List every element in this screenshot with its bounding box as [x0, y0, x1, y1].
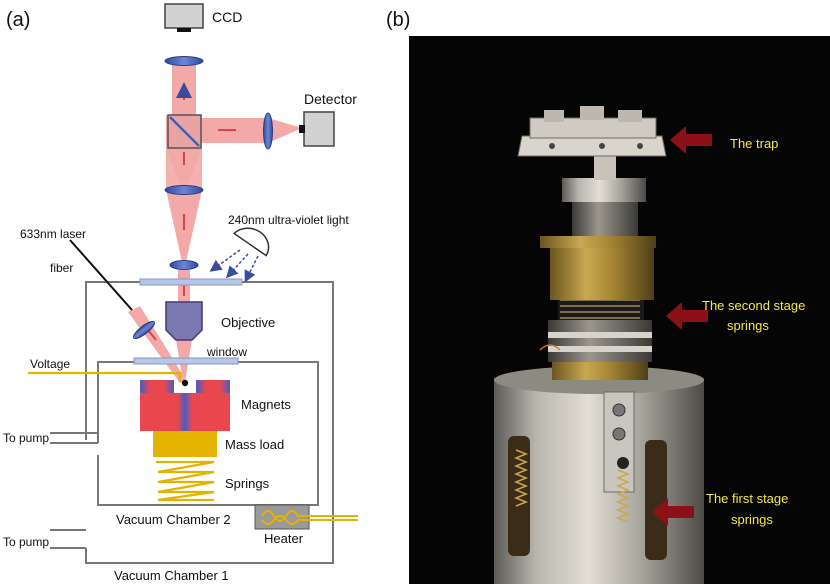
detector-label: Detector	[304, 91, 357, 107]
vacuum-chamber-2-label: Vacuum Chamber 2	[116, 512, 231, 527]
fiber-label: fiber	[50, 261, 73, 275]
uv-light-label: 240nm ultra-violet light	[228, 213, 349, 227]
vacuum-chamber-2	[97, 361, 319, 506]
brass-block	[540, 236, 656, 300]
to-pump-lower-label: To pump	[3, 535, 49, 549]
window-upper	[139, 278, 243, 286]
vacuum-chamber-1-label: Vacuum Chamber 1	[114, 568, 229, 583]
objective-label: Objective	[221, 315, 275, 330]
trap	[517, 106, 667, 157]
laser-label: 633nm laser	[20, 227, 86, 241]
window-inner: window	[133, 345, 247, 365]
panel-a: (a)	[3, 3, 358, 583]
magnets-label: Magnets	[241, 397, 291, 412]
detector: Detector	[299, 91, 357, 147]
panel-b: (b)	[386, 9, 830, 584]
second-stage-label-line1: The second stage	[702, 298, 805, 313]
lens-fiber	[132, 320, 156, 340]
arrow-second-stage	[666, 302, 708, 330]
springs-label: Springs	[225, 476, 270, 491]
uv-lamp: 240nm ultra-violet light	[209, 213, 349, 283]
window-label: window	[206, 345, 247, 359]
second-stage-label-line2: springs	[727, 318, 769, 333]
trap-label: The trap	[730, 136, 778, 151]
pump-tube-upper	[50, 432, 98, 444]
voltage-label: Voltage	[30, 357, 70, 371]
mass-load: Mass load	[153, 431, 284, 457]
panel-label-b: (b)	[386, 9, 410, 31]
ccd-camera: CCD	[164, 3, 242, 32]
laser-fiber: 633nm laser fiber	[20, 227, 133, 311]
mass-load-label: Mass load	[225, 437, 284, 452]
lens-middle	[164, 185, 204, 195]
vacuum-chamber-1	[85, 281, 334, 564]
lens-top	[164, 56, 204, 66]
lower-cylinder	[494, 366, 704, 584]
heater-label: Heater	[264, 531, 304, 546]
heater: Heater	[254, 504, 358, 546]
beam-splitter	[167, 114, 202, 149]
objective: Objective	[165, 301, 275, 341]
lens-lower	[169, 260, 199, 270]
arrow-trap	[670, 126, 712, 154]
magnets: Magnets	[140, 379, 291, 431]
upper-mount	[562, 150, 646, 236]
springs: Springs	[156, 460, 270, 502]
first-stage-label-line2: springs	[731, 512, 773, 527]
ccd-label: CCD	[212, 9, 242, 25]
second-stage-assembly	[539, 298, 652, 380]
lens-detector	[263, 112, 273, 150]
voltage-wire: Voltage	[28, 357, 182, 382]
first-stage-label-line1: The first stage	[706, 491, 788, 506]
pump-tube-lower	[50, 529, 86, 549]
arrow-first-stage	[652, 498, 694, 526]
to-pump-upper-label: To pump	[3, 431, 49, 445]
panel-label-a: (a)	[6, 9, 30, 31]
